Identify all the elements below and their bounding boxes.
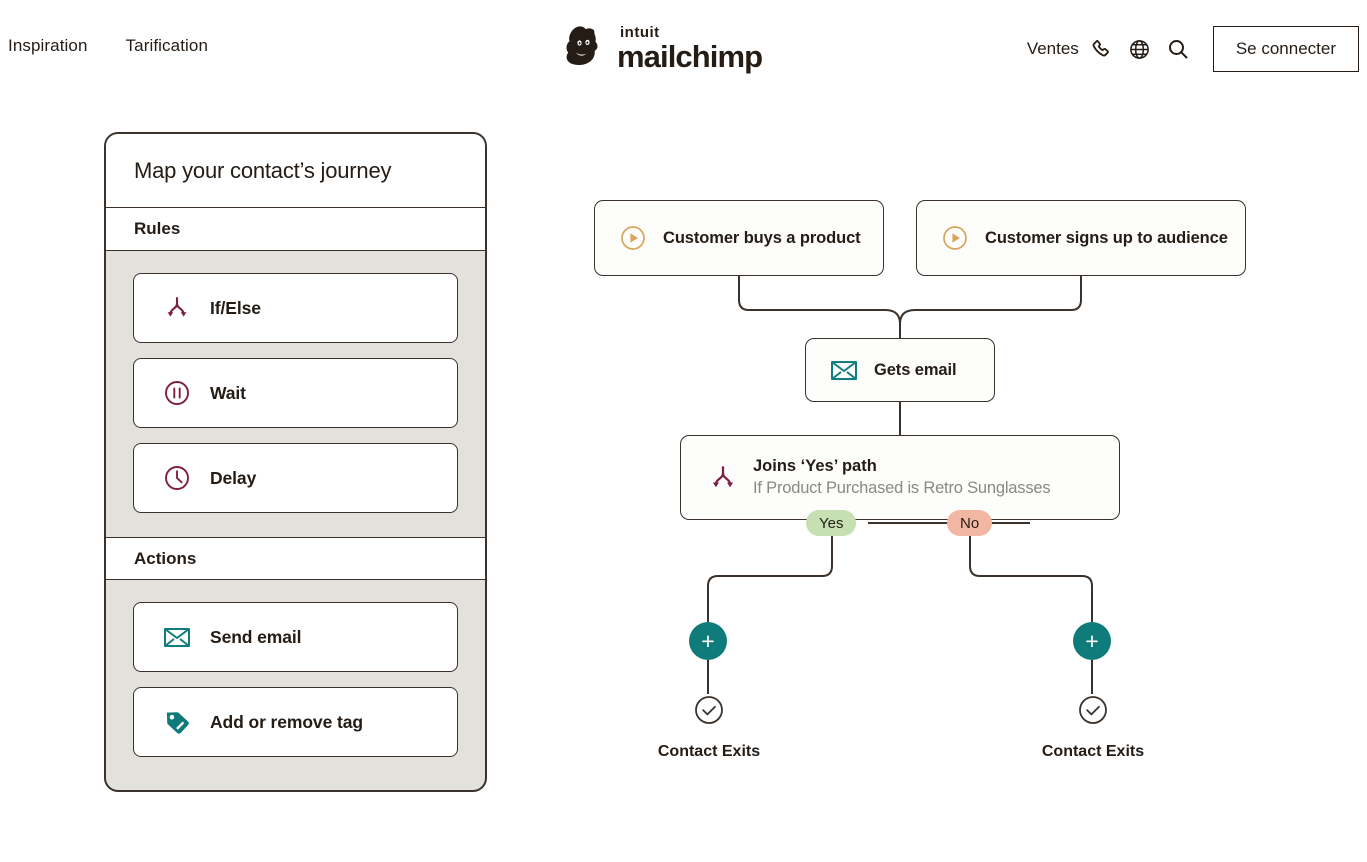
journey-flowchart: Customer buys a product Customer signs u…: [560, 160, 1300, 800]
action-card-send-email[interactable]: Send email: [133, 602, 458, 672]
journey-builder-panel: Map your contact’s journey Rules If/Else: [104, 132, 487, 792]
section-title-actions: Actions: [134, 548, 197, 568]
branch-icon: [162, 293, 192, 323]
action-card-add-remove-tag[interactable]: Add or remove tag: [133, 687, 458, 757]
sales-link[interactable]: Ventes: [1026, 39, 1079, 58]
clock-icon: [162, 463, 192, 493]
section-header-rules: Rules: [106, 208, 485, 251]
phone-icon[interactable]: [1083, 27, 1121, 71]
flow-node-trigger-buys-product[interactable]: Customer buys a product: [594, 200, 884, 276]
branch-icon: [707, 462, 739, 494]
utility-nav: Ventes Se connecter: [1027, 26, 1359, 72]
login-button[interactable]: Se connecter: [1212, 26, 1359, 72]
rule-card-wait[interactable]: Wait: [133, 358, 458, 428]
flow-node-label: Gets email: [874, 360, 957, 379]
flow-node-label: Customer signs up to audience: [985, 228, 1228, 247]
mailchimp-logo[interactable]: intuit mailchimp: [563, 23, 763, 74]
add-step-button-no[interactable]: +: [1073, 622, 1111, 660]
search-icon[interactable]: [1159, 27, 1197, 71]
rule-card-label: If/Else: [210, 297, 261, 318]
check-circle-icon: [1077, 694, 1109, 731]
rule-card-if-else[interactable]: If/Else: [133, 273, 458, 343]
logo-intuit-text: intuit: [620, 23, 660, 41]
rule-card-label: Delay: [210, 467, 257, 488]
flow-node-gets-email[interactable]: Gets email: [805, 338, 995, 402]
check-circle-icon: [693, 694, 725, 731]
flow-node-contact-exits-yes: Contact Exits: [657, 694, 761, 761]
flow-node-label: Contact Exits: [1041, 743, 1145, 760]
section-header-actions: Actions: [106, 537, 485, 580]
flow-node-label: Customer buys a product: [663, 228, 861, 247]
action-card-label: Send email: [210, 626, 302, 647]
panel-header: Map your contact’s journey: [106, 134, 485, 208]
site-header: Inspiration Tarification intuit: [0, 0, 1367, 98]
logo-wordmark: intuit mailchimp: [617, 23, 763, 74]
rule-card-label: Wait: [210, 382, 246, 403]
pause-circle-icon: [162, 378, 192, 408]
branch-pill-no[interactable]: No: [947, 510, 993, 536]
tag-icon: [162, 707, 192, 737]
envelope-icon: [830, 356, 858, 384]
envelope-icon: [162, 622, 192, 652]
rule-card-delay[interactable]: Delay: [133, 443, 458, 513]
branch-pill-yes[interactable]: Yes: [806, 510, 857, 536]
section-body-rules: If/Else Wait Delay: [106, 251, 485, 523]
add-step-button-yes[interactable]: +: [689, 622, 727, 660]
logo-mailchimp-text: mailchimp: [617, 38, 763, 74]
action-card-label: Add or remove tag: [210, 711, 363, 732]
flow-node-title: Joins ‘Yes’ path: [753, 457, 877, 475]
page-title: Map your contact’s journey: [134, 157, 392, 183]
flow-node-label: Contact Exits: [657, 743, 761, 760]
mailchimp-chimp-icon: [563, 24, 607, 72]
flow-node-subtitle: If Product Purchased is Retro Sunglasses: [753, 479, 1051, 497]
nav-link-inspiration[interactable]: Inspiration: [8, 36, 88, 55]
section-title-rules: Rules: [134, 219, 181, 238]
globe-icon[interactable]: [1121, 27, 1159, 71]
section-body-actions: Send email Add or remove tag: [106, 580, 485, 767]
flow-node-trigger-signs-up[interactable]: Customer signs up to audience: [916, 200, 1246, 276]
play-circle-icon: [619, 224, 647, 252]
play-circle-icon: [941, 224, 969, 252]
flow-node-if-else-branch[interactable]: Joins ‘Yes’ path If Product Purchased is…: [680, 435, 1120, 520]
primary-nav: Inspiration Tarification: [8, 36, 208, 56]
flow-connectors: [707, 276, 1093, 694]
nav-link-tarification[interactable]: Tarification: [125, 36, 209, 55]
flow-node-text: Joins ‘Yes’ path If Product Purchased is…: [753, 457, 1051, 498]
flow-node-contact-exits-no: Contact Exits: [1041, 694, 1145, 761]
